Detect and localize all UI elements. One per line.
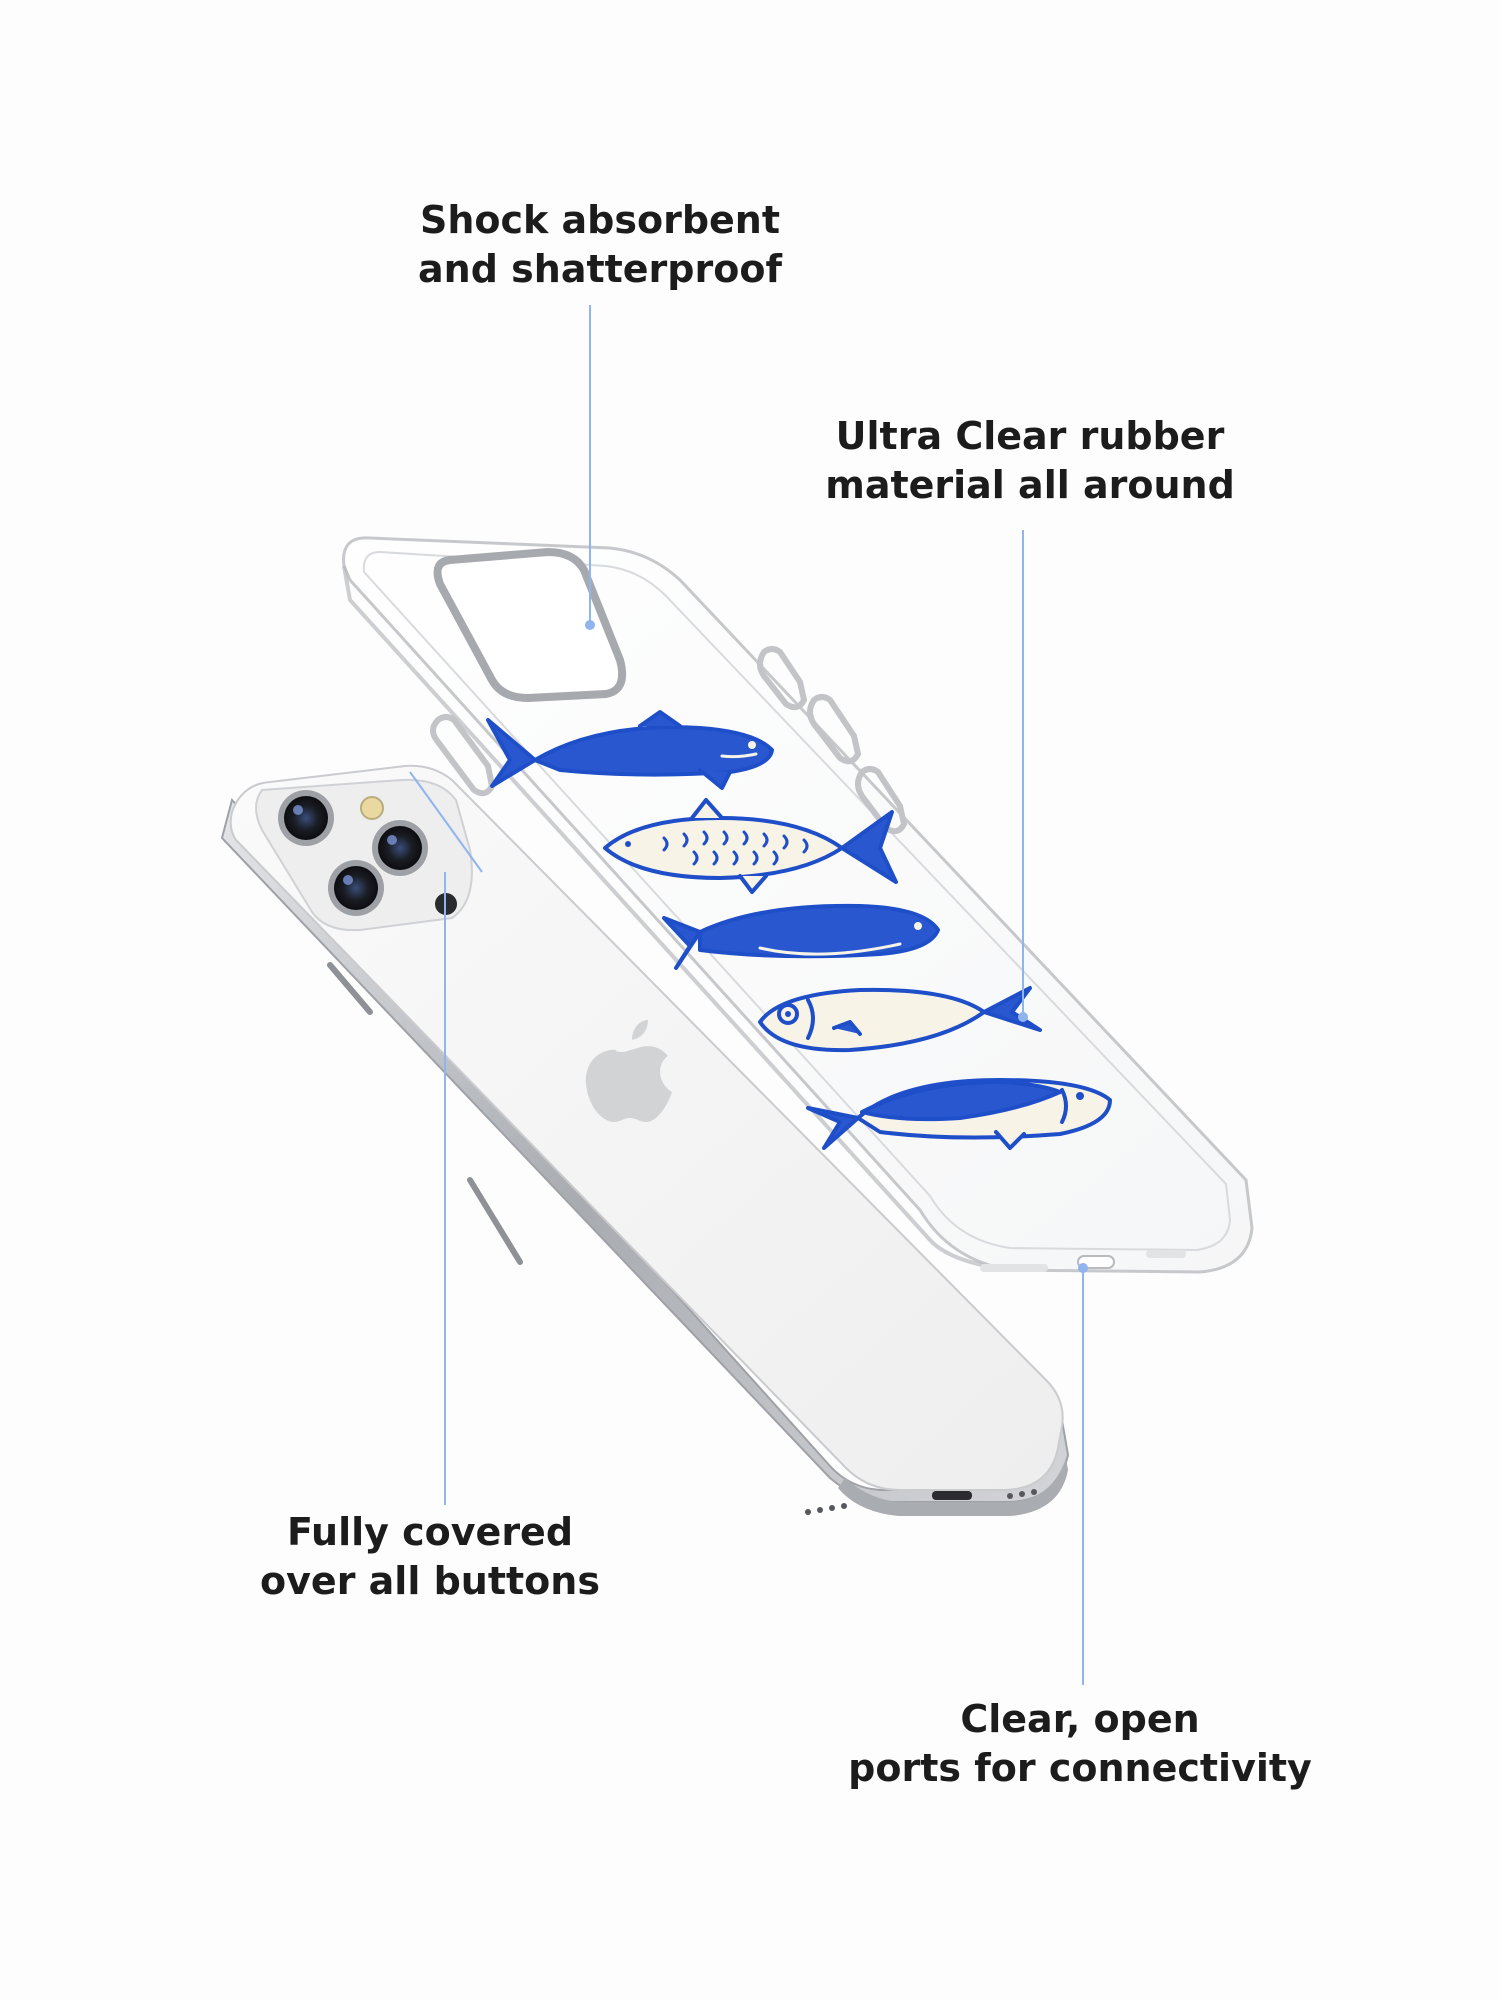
- camera-lenses: [278, 790, 457, 916]
- callout-ultra-clear: Ultra Clear rubber material all around: [800, 412, 1260, 510]
- apple-logo-icon: [585, 1020, 672, 1122]
- callout-ports-line-2: ports for connectivity: [848, 1746, 1312, 1790]
- callout-buttons-line-2: over all buttons: [260, 1559, 600, 1603]
- fish-5: [806, 1078, 1112, 1150]
- phone-bottom-ports: [805, 1489, 1037, 1515]
- leader-lines: [409, 305, 1088, 1685]
- callout-ultra-line-2: material all around: [825, 463, 1235, 507]
- callout-ports-line-1: Clear, open: [960, 1697, 1200, 1741]
- callout-shock-absorbent: Shock absorbent and shatterproof: [410, 196, 790, 294]
- callout-fully-covered: Fully covered over all buttons: [240, 1508, 620, 1606]
- callout-open-ports: Clear, open ports for connectivity: [835, 1695, 1325, 1793]
- fish-2: [603, 798, 898, 894]
- callout-buttons-line-1: Fully covered: [286, 1510, 574, 1554]
- fish-print: [486, 710, 1112, 1150]
- leader-line-buttons-tick: [409, 771, 483, 873]
- button-covers: [430, 646, 908, 835]
- leader-dot-shock: [585, 620, 595, 630]
- callout-shock-line-1: Shock absorbent: [419, 198, 781, 242]
- leader-dot-ports: [1078, 1263, 1088, 1273]
- phone-back: [229, 764, 1064, 1491]
- phone-bottom-edge: [838, 1458, 1068, 1516]
- fish-1: [486, 710, 774, 790]
- flash-icon: [360, 796, 384, 820]
- phone-side-button: [327, 962, 373, 1015]
- fish-4: [758, 986, 1042, 1053]
- case-inner-rim: [362, 550, 1232, 1252]
- callout-ultra-line-1: Ultra Clear rubber: [835, 414, 1225, 458]
- leader-dot-ultra: [1018, 1012, 1028, 1022]
- camera-cutout: [433, 547, 627, 703]
- phone-side-button: [467, 1177, 523, 1265]
- phone: [220, 764, 1070, 1516]
- callout-shock-line-2: and shatterproof: [418, 247, 782, 291]
- fish-3: [662, 903, 940, 970]
